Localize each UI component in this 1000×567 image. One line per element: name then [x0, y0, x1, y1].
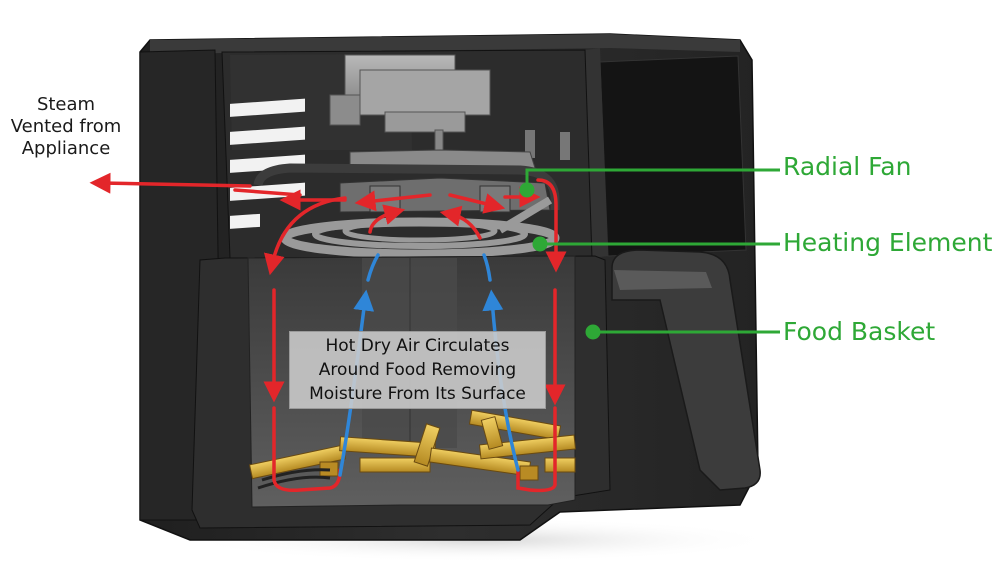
radial-fan-dot	[519, 182, 535, 198]
steam-label-line-3: Appliance	[21, 138, 111, 159]
steam-label-line-2: Vented from	[10, 116, 122, 137]
hot-air-flow-arrows	[89, 172, 567, 493]
caption-line-1: Hot Dry Air Circulates	[325, 336, 510, 356]
callout-heating-element: Heating Element	[783, 228, 993, 257]
callout-leaders	[519, 168, 780, 340]
steam-exit-arrow	[89, 172, 252, 194]
steam-label-line-1: Steam	[36, 94, 96, 115]
basket-grate	[261, 468, 331, 482]
airflow-caption: Hot Dry Air Circulates Around Food Remov…	[289, 331, 546, 409]
fan-motor	[329, 54, 570, 161]
callout-radial-fan: Radial Fan	[783, 152, 912, 181]
callout-food-basket: Food Basket	[783, 317, 936, 346]
heating-element-dot	[532, 236, 548, 252]
basket-handle	[611, 249, 761, 491]
caption-line-2: Around Food Removing	[318, 360, 517, 380]
food-basket-dot	[585, 324, 601, 340]
steam-vent-label: Steam Vented from Appliance	[0, 94, 136, 160]
caption-line-3: Moisture From Its Surface	[309, 384, 526, 404]
